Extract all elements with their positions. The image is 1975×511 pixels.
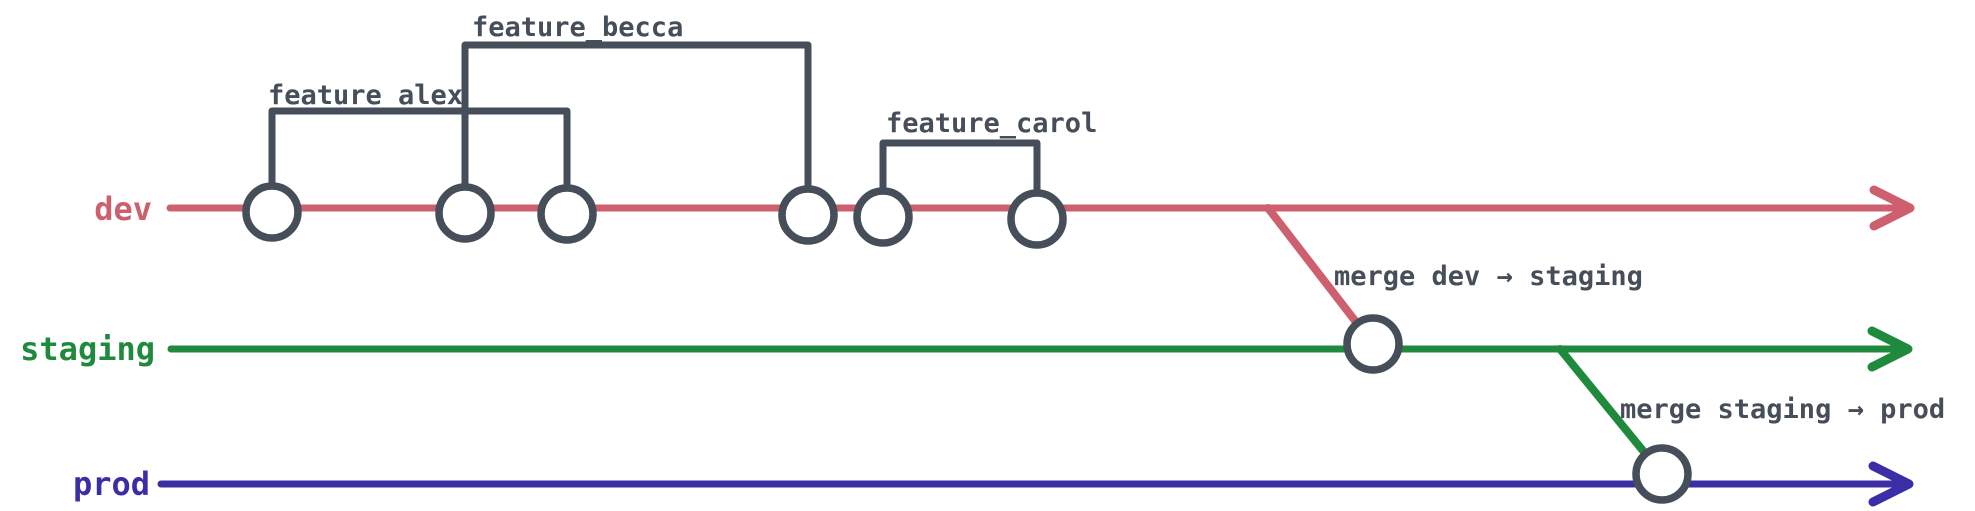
branch-label-dev: dev bbox=[94, 190, 152, 228]
arrow-right-icon bbox=[1869, 185, 1915, 231]
commit-node-dev-commit-5 bbox=[853, 187, 913, 247]
merge-label-merge-staging-prod: merge staging → prod bbox=[1620, 394, 1945, 425]
commit-node-dev-commit-1 bbox=[242, 182, 302, 242]
feature-bracket-feature-carol bbox=[879, 139, 1041, 223]
arrow-right-icon bbox=[1868, 461, 1914, 507]
commit-node-dev-commit-6 bbox=[1007, 189, 1067, 249]
merge-label-merge-dev-staging: merge dev → staging bbox=[1334, 261, 1643, 292]
arrow-right-icon bbox=[1867, 326, 1913, 372]
commit-node-dev-commit-2 bbox=[435, 183, 495, 243]
commit-node-dev-commit-3 bbox=[537, 184, 597, 244]
feature-bracket-feature-becca bbox=[461, 41, 812, 219]
commit-node-prod-merge-node bbox=[1632, 444, 1692, 504]
feature-label-feature-becca: feature_becca bbox=[472, 12, 683, 43]
commit-node-staging-merge-node bbox=[1343, 314, 1403, 374]
feature-label-feature-alex: feature_alex bbox=[268, 80, 463, 111]
feature-label-feature-carol: feature_carol bbox=[886, 108, 1097, 139]
branch-label-prod: prod bbox=[73, 465, 150, 503]
feature-bracket-feature-alex bbox=[268, 107, 571, 218]
commit-node-dev-commit-4 bbox=[778, 185, 838, 245]
branch-label-staging: staging bbox=[20, 330, 155, 368]
